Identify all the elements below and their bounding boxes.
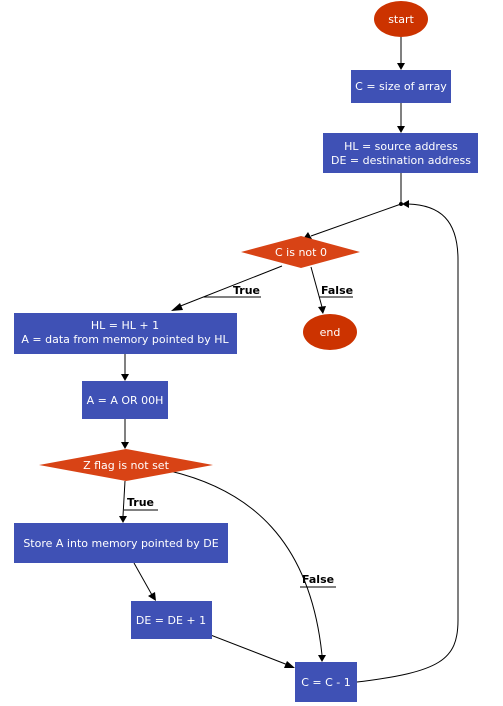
edge-zero-false [169, 470, 323, 656]
end-node: end [303, 314, 357, 350]
edge-count-true [177, 265, 283, 308]
process-shape [14, 313, 237, 354]
process-shape [295, 662, 357, 702]
count-check-node: C is not 0 [241, 236, 360, 268]
arrowhead [397, 126, 405, 133]
end-label: end [320, 326, 341, 339]
edge-junction-to-check [310, 203, 402, 237]
terminal-shape [303, 314, 357, 350]
zero-check-label: Z flag is not set [83, 459, 169, 472]
process-shape [14, 523, 228, 563]
edge-labels: True False True False [127, 284, 353, 586]
process-shape [82, 381, 168, 419]
arrowhead [318, 655, 326, 662]
count-false-label: False [321, 284, 353, 297]
edges [119, 37, 459, 683]
or-node: A = A OR 00H [82, 381, 168, 419]
edge-count-false [310, 266, 323, 308]
arrowhead [121, 374, 129, 381]
size-of-array-node: C = size of array [351, 70, 451, 103]
arrowhead [119, 516, 127, 523]
arrowhead [148, 592, 156, 601]
edge-inc-to-dec [207, 633, 289, 666]
load-data-node: HL = HL + 1 A = data from memory pointed… [14, 313, 237, 354]
zero-false-label: False [302, 573, 334, 586]
decrement-count-node: C = C - 1 [295, 662, 357, 702]
size-of-array-label: C = size of array [355, 80, 447, 93]
decision-shape [241, 236, 360, 268]
zero-true-label: True [127, 496, 154, 509]
start-node: start [374, 1, 428, 37]
store-label: Store A into memory pointed by DE [23, 537, 218, 550]
nodes: start C = size of array HL = source addr… [14, 1, 478, 702]
process-shape [323, 133, 478, 173]
count-check-label: C is not 0 [275, 246, 327, 259]
increment-de-label: DE = DE + 1 [136, 614, 206, 627]
process-shape [131, 601, 212, 639]
arrowhead [397, 63, 405, 70]
increment-hl-label: HL = HL + 1 [91, 319, 159, 332]
edge-zero-true [122, 480, 126, 517]
or-label: A = A OR 00H [87, 394, 164, 407]
count-true-label: True [233, 284, 260, 297]
arrowhead [402, 200, 409, 208]
edge-loop-back [356, 203, 459, 683]
store-node: Store A into memory pointed by DE [14, 523, 228, 563]
decrement-count-label: C = C - 1 [301, 676, 351, 689]
load-data-label: A = data from memory pointed by HL [21, 333, 229, 346]
process-shape [351, 70, 451, 103]
zero-check-node: Z flag is not set [39, 449, 213, 481]
decision-shape [39, 449, 213, 481]
edge-store-to-inc [133, 562, 153, 596]
increment-de-node: DE = DE + 1 [131, 601, 212, 639]
destination-address-label: DE = destination address [331, 154, 471, 167]
arrowhead [171, 303, 183, 311]
terminal-shape [374, 1, 428, 37]
pointers-node: HL = source address DE = destination add… [323, 133, 478, 173]
arrowhead [284, 661, 295, 668]
arrowhead [121, 442, 129, 449]
source-address-label: HL = source address [344, 140, 458, 153]
arrowhead [318, 306, 326, 314]
start-label: start [388, 13, 414, 26]
